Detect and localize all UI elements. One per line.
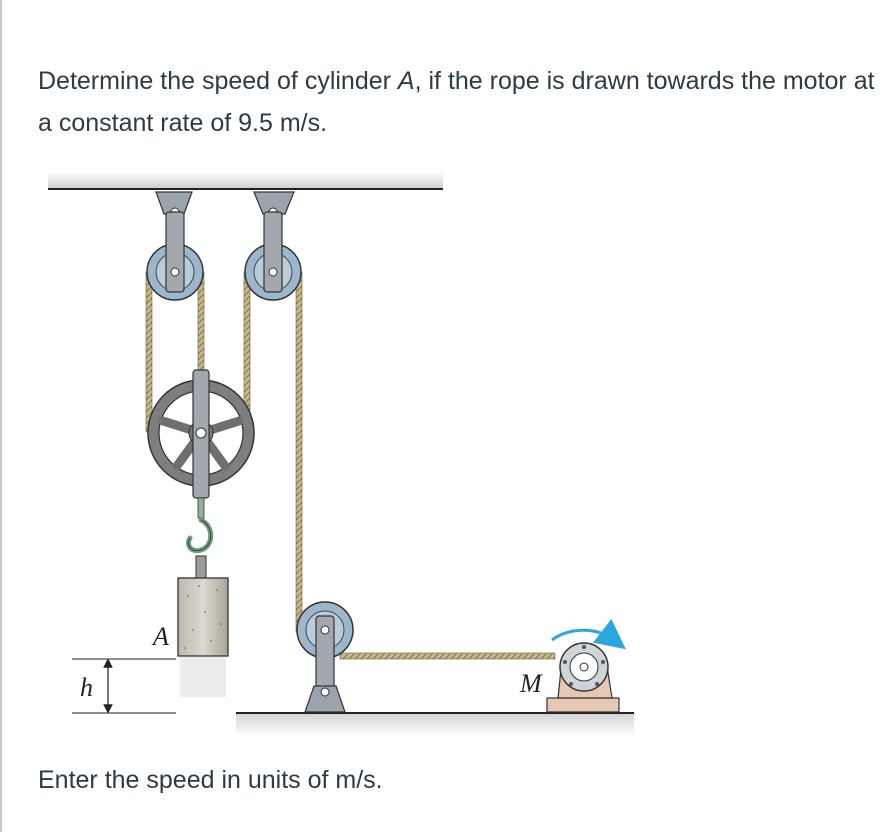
- question-part-2: , if the rope is drawn towards the motor…: [38, 67, 875, 137]
- ceiling: [48, 172, 443, 190]
- answer-prompt: Enter the speed in units of m/s.: [38, 766, 383, 794]
- movable-pulley-wheel: [147, 369, 255, 554]
- hook: [186, 497, 214, 554]
- label-height-h: h: [80, 673, 93, 702]
- ground-pulley: [296, 601, 354, 713]
- label-motor-m: M: [519, 669, 543, 698]
- height-dimension: [72, 658, 176, 714]
- ground: [236, 712, 634, 736]
- cylinder-symbol: A: [397, 67, 415, 95]
- question-part-1: Determine the speed of cylinder: [38, 67, 398, 95]
- fixed-pulley-left: [146, 191, 204, 301]
- fixed-pulley-right: [244, 191, 302, 301]
- label-cylinder-a: A: [151, 622, 169, 651]
- cylinder-a: [177, 555, 229, 697]
- question-text: Determine the speed of cylinder A, if th…: [38, 60, 878, 144]
- motor: [546, 618, 626, 713]
